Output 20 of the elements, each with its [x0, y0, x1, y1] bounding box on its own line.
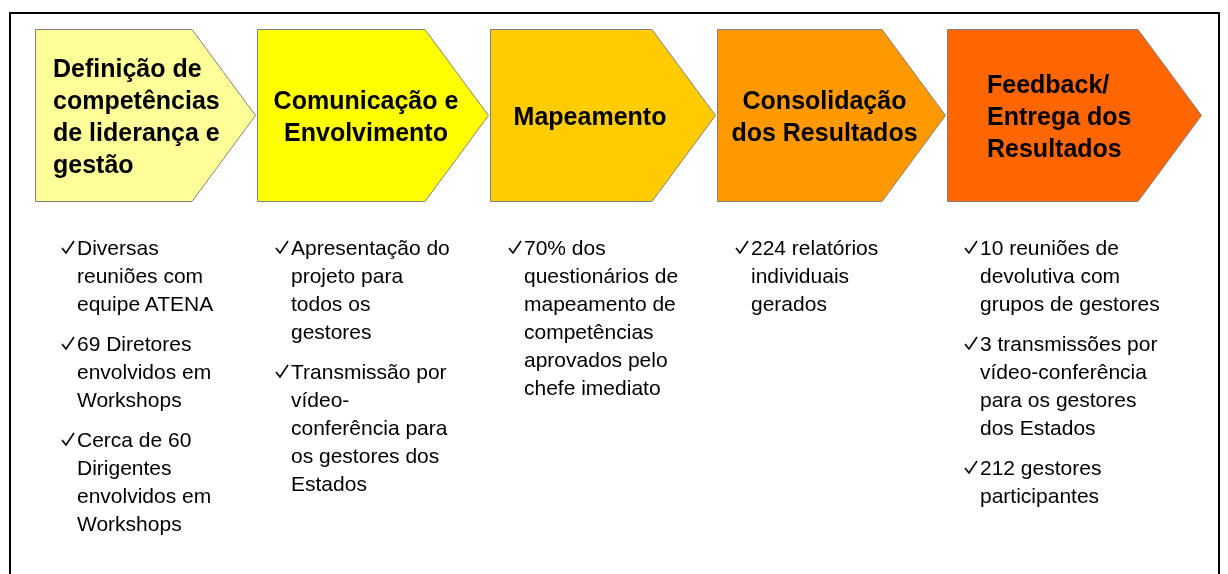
bullet-text: Cerca de 60 Dirigentes envolvidos em Workshops — [77, 427, 213, 537]
step-title: Comunicação e Envolvimento — [272, 84, 460, 148]
bullet-text: Transmissão por vídeo-conferência para os gestores dos Estados — [291, 359, 449, 497]
step-title: Definição de competências de liderança e gestão — [53, 52, 221, 180]
process-step-shape — [35, 29, 256, 202]
bullet-text: Diversas reuniões com equipe ATENA — [77, 235, 215, 317]
bullet-text: 69 Diretores envolvidos em Workshops — [77, 331, 213, 413]
bullet-text: 70% dos questionários de mapeamento de competências aprovados pelo chefe imediato — [524, 235, 680, 401]
step-title: Mapeamento — [513, 100, 667, 132]
process-step-shape — [490, 29, 716, 202]
step-title: Consolidação dos Resultados — [730, 84, 919, 148]
bullet-text: 224 relatórios individuais gerados — [751, 235, 880, 317]
bullet-text: 10 reuniões de devolutiva com grupos de gestores — [980, 235, 1160, 317]
process-step-shape — [717, 29, 946, 202]
step-title: Feedback/ Entrega dos Resultados — [987, 68, 1133, 164]
bullet-text: Apresentação do projeto para todos os gestores — [291, 235, 451, 345]
bullet-text: 3 transmissões por vídeo-conferência para os gestores dos Estados — [980, 331, 1159, 441]
bullet-text: 212 gestores participantes — [980, 455, 1103, 509]
process-step-shape — [947, 29, 1202, 202]
process-step-shape — [257, 29, 489, 202]
